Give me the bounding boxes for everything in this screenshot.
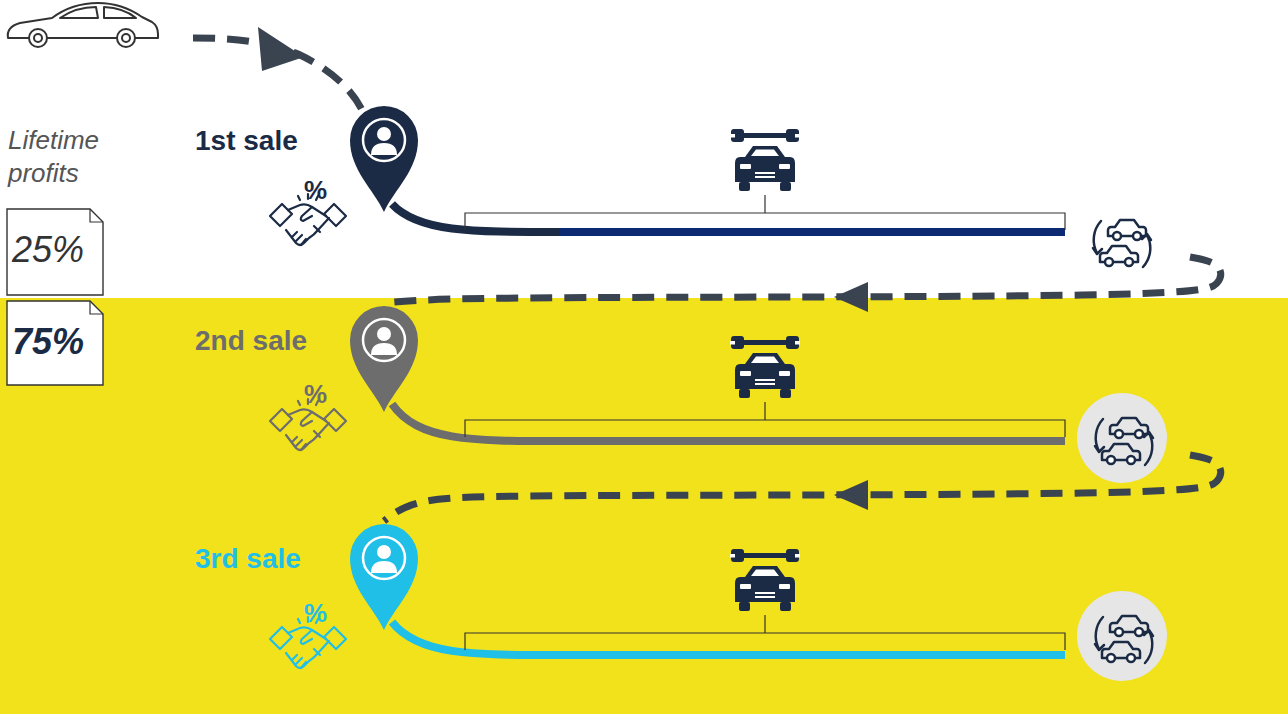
- resale-icon: [1095, 616, 1153, 663]
- ownership-line: [392, 404, 1065, 441]
- icon-disc: [1077, 393, 1167, 483]
- person-icon: [363, 537, 405, 579]
- share-box: 25%: [6, 208, 104, 296]
- service-icon: [730, 129, 800, 191]
- share-value: 75%: [12, 322, 100, 362]
- share-box: 75%: [6, 300, 104, 386]
- resale-icon: [1093, 220, 1151, 267]
- icon-disc: [1077, 591, 1167, 681]
- box-outline: [7, 301, 103, 385]
- box-outline: [7, 209, 103, 295]
- person-icon: [371, 143, 397, 155]
- location-pin: [350, 106, 418, 212]
- arrow-head: [258, 27, 304, 71]
- discount-symbol: %: [304, 378, 344, 411]
- sale-stage: 3rd sale: [185, 521, 1190, 708]
- stage-label: 3rd sale: [195, 544, 355, 575]
- resale-icon: [1095, 418, 1153, 465]
- resale-arrow: [384, 257, 1221, 303]
- ownership-line: [560, 228, 1065, 236]
- car-illustration: [8, 3, 158, 47]
- person-icon: [377, 327, 391, 341]
- discount-symbol: %: [304, 597, 344, 630]
- stage-label: 1st sale: [195, 126, 355, 157]
- person-icon: [371, 561, 397, 573]
- location-pin: [349, 104, 419, 214]
- location-pin: [350, 524, 418, 630]
- location-pin: [349, 522, 419, 632]
- person-icon: [377, 127, 391, 141]
- service-icon: [730, 336, 800, 398]
- sale-stage: 2nd sale: [185, 303, 1190, 470]
- service-bracket: [465, 195, 1065, 230]
- stage-label: 2nd sale: [195, 326, 355, 357]
- axis-caption: Lifetime profits: [8, 124, 126, 189]
- sale-stage: 1st sale: [185, 100, 1190, 272]
- person-icon: [377, 545, 391, 559]
- folded-corner: [90, 301, 103, 314]
- highlight-band: [0, 298, 1288, 714]
- service-bracket: [465, 615, 1065, 650]
- service-icon: [730, 549, 800, 611]
- person-icon: [363, 119, 405, 161]
- person-icon: [371, 343, 397, 355]
- arrow-head: [834, 480, 868, 510]
- service-bracket: [465, 402, 1065, 437]
- ownership-line: [392, 204, 560, 232]
- location-pin: [349, 304, 419, 414]
- resale-arrow: [384, 455, 1221, 521]
- discount-symbol: %: [304, 174, 344, 207]
- person-icon: [363, 319, 405, 361]
- folded-corner: [90, 209, 103, 222]
- share-value: 25%: [12, 230, 100, 270]
- ownership-line: [392, 622, 1065, 655]
- arrow-head: [834, 282, 868, 312]
- location-pin: [350, 306, 418, 412]
